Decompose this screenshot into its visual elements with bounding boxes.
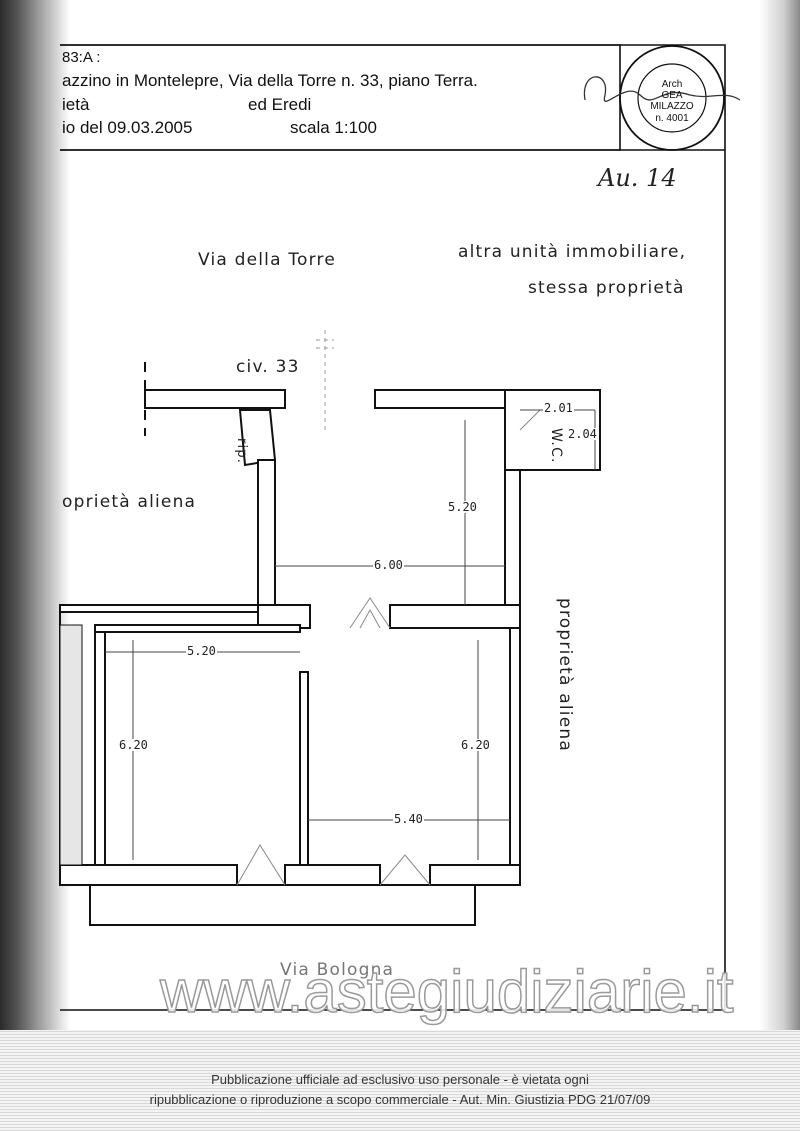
closet-label: rip.: [234, 438, 249, 465]
header-line-address: azzino in Montelepre, Via della Torre n.…: [62, 71, 478, 90]
neighbor-property-left: oprietà aliena: [62, 492, 197, 512]
dim-top-room-height: 5.20: [447, 500, 478, 514]
other-unit-label-1: altra unità immobiliare,: [458, 242, 687, 262]
dim-right-room-height: 6.20: [460, 738, 491, 752]
dim-top-room-width: 6.00: [373, 558, 404, 572]
signature-scribble: [583, 76, 741, 102]
stamp-number: n. 4001: [655, 113, 689, 124]
left-edge-strip: [59, 624, 83, 866]
civic-number-label: civ. 33: [236, 357, 300, 377]
header-line-owner: ed Eredi: [248, 95, 312, 114]
dim-left-room-height: 6.20: [118, 738, 149, 752]
other-unit-label-2: stessa proprietà: [528, 278, 685, 298]
header-line-ref: 83:A :: [62, 49, 101, 66]
wc-label: W.C.: [548, 428, 564, 464]
header-line-owner-label: ietà: [62, 95, 90, 114]
legal-notice-line-2: ripubblicazione o riproduzione a scopo c…: [149, 1092, 651, 1107]
stamp-name-1: GEA: [661, 90, 683, 101]
scan-shadow-right: [760, 0, 800, 1131]
header-line-date: io del 09.03.2005: [62, 118, 193, 137]
street-label-bottom: Via Bologna: [280, 960, 395, 980]
dim-wc-height: 2.04: [567, 427, 598, 441]
dim-right-room-width: 5.40: [393, 812, 424, 826]
header-line-scale: scala 1:100: [290, 118, 377, 137]
dim-left-room-width: 5.20: [186, 644, 217, 658]
architect-stamp-seal: [619, 45, 725, 151]
stamp-title: Arch: [661, 79, 683, 90]
dim-wc-width: 2.01: [543, 401, 574, 415]
entrance-axis: [316, 330, 334, 430]
scan-shadow-left: [0, 0, 70, 1131]
site-watermark: www.astegiudiziarie.it: [159, 958, 734, 1025]
stamp-name-2: MILAZZO: [650, 101, 694, 112]
door-swings: [236, 409, 541, 886]
neighbor-property-right: proprietà aliena: [555, 598, 575, 752]
legal-notice-line-1: Pubblicazione ufficiale ad esclusivo uso…: [211, 1072, 589, 1087]
dimension-lines: [105, 409, 596, 860]
annex-annotation: Au. 14: [598, 164, 677, 192]
building-walls: [59, 389, 601, 926]
scan-stripes-bottom: [0, 1030, 800, 1131]
street-label-top: Via della Torre: [198, 250, 336, 270]
